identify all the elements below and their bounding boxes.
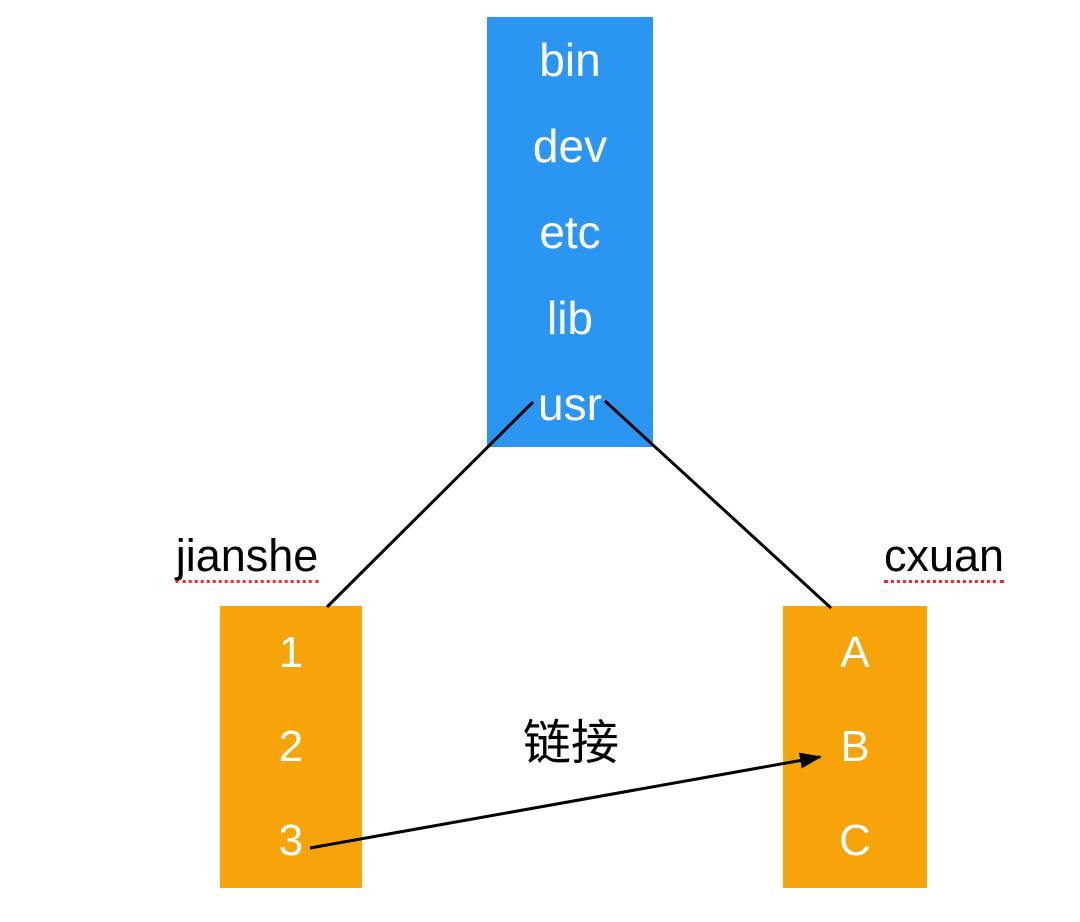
root-entry: bin bbox=[539, 34, 601, 86]
dir-entry: 1 bbox=[278, 628, 304, 677]
dir-entry: 3 bbox=[278, 816, 304, 865]
root-directory-box: bin dev etc lib usr bbox=[487, 17, 653, 447]
left-directory-box: 1 2 3 bbox=[220, 606, 362, 888]
dir-entry: C bbox=[839, 816, 871, 865]
dir-entry: A bbox=[840, 628, 870, 677]
left-directory-label: jianshe bbox=[175, 530, 319, 583]
right-directory-label: cxuan bbox=[883, 530, 1005, 583]
dir-entry: 2 bbox=[278, 722, 304, 771]
link-arrow bbox=[309, 752, 822, 850]
root-entry: usr bbox=[538, 378, 602, 430]
root-entry: etc bbox=[539, 206, 601, 258]
link-label: 链接 bbox=[522, 717, 620, 770]
dir-entry: B bbox=[840, 722, 870, 771]
right-directory-box: A B C bbox=[783, 606, 927, 888]
root-entry: lib bbox=[546, 292, 594, 344]
root-entry: dev bbox=[532, 120, 608, 172]
